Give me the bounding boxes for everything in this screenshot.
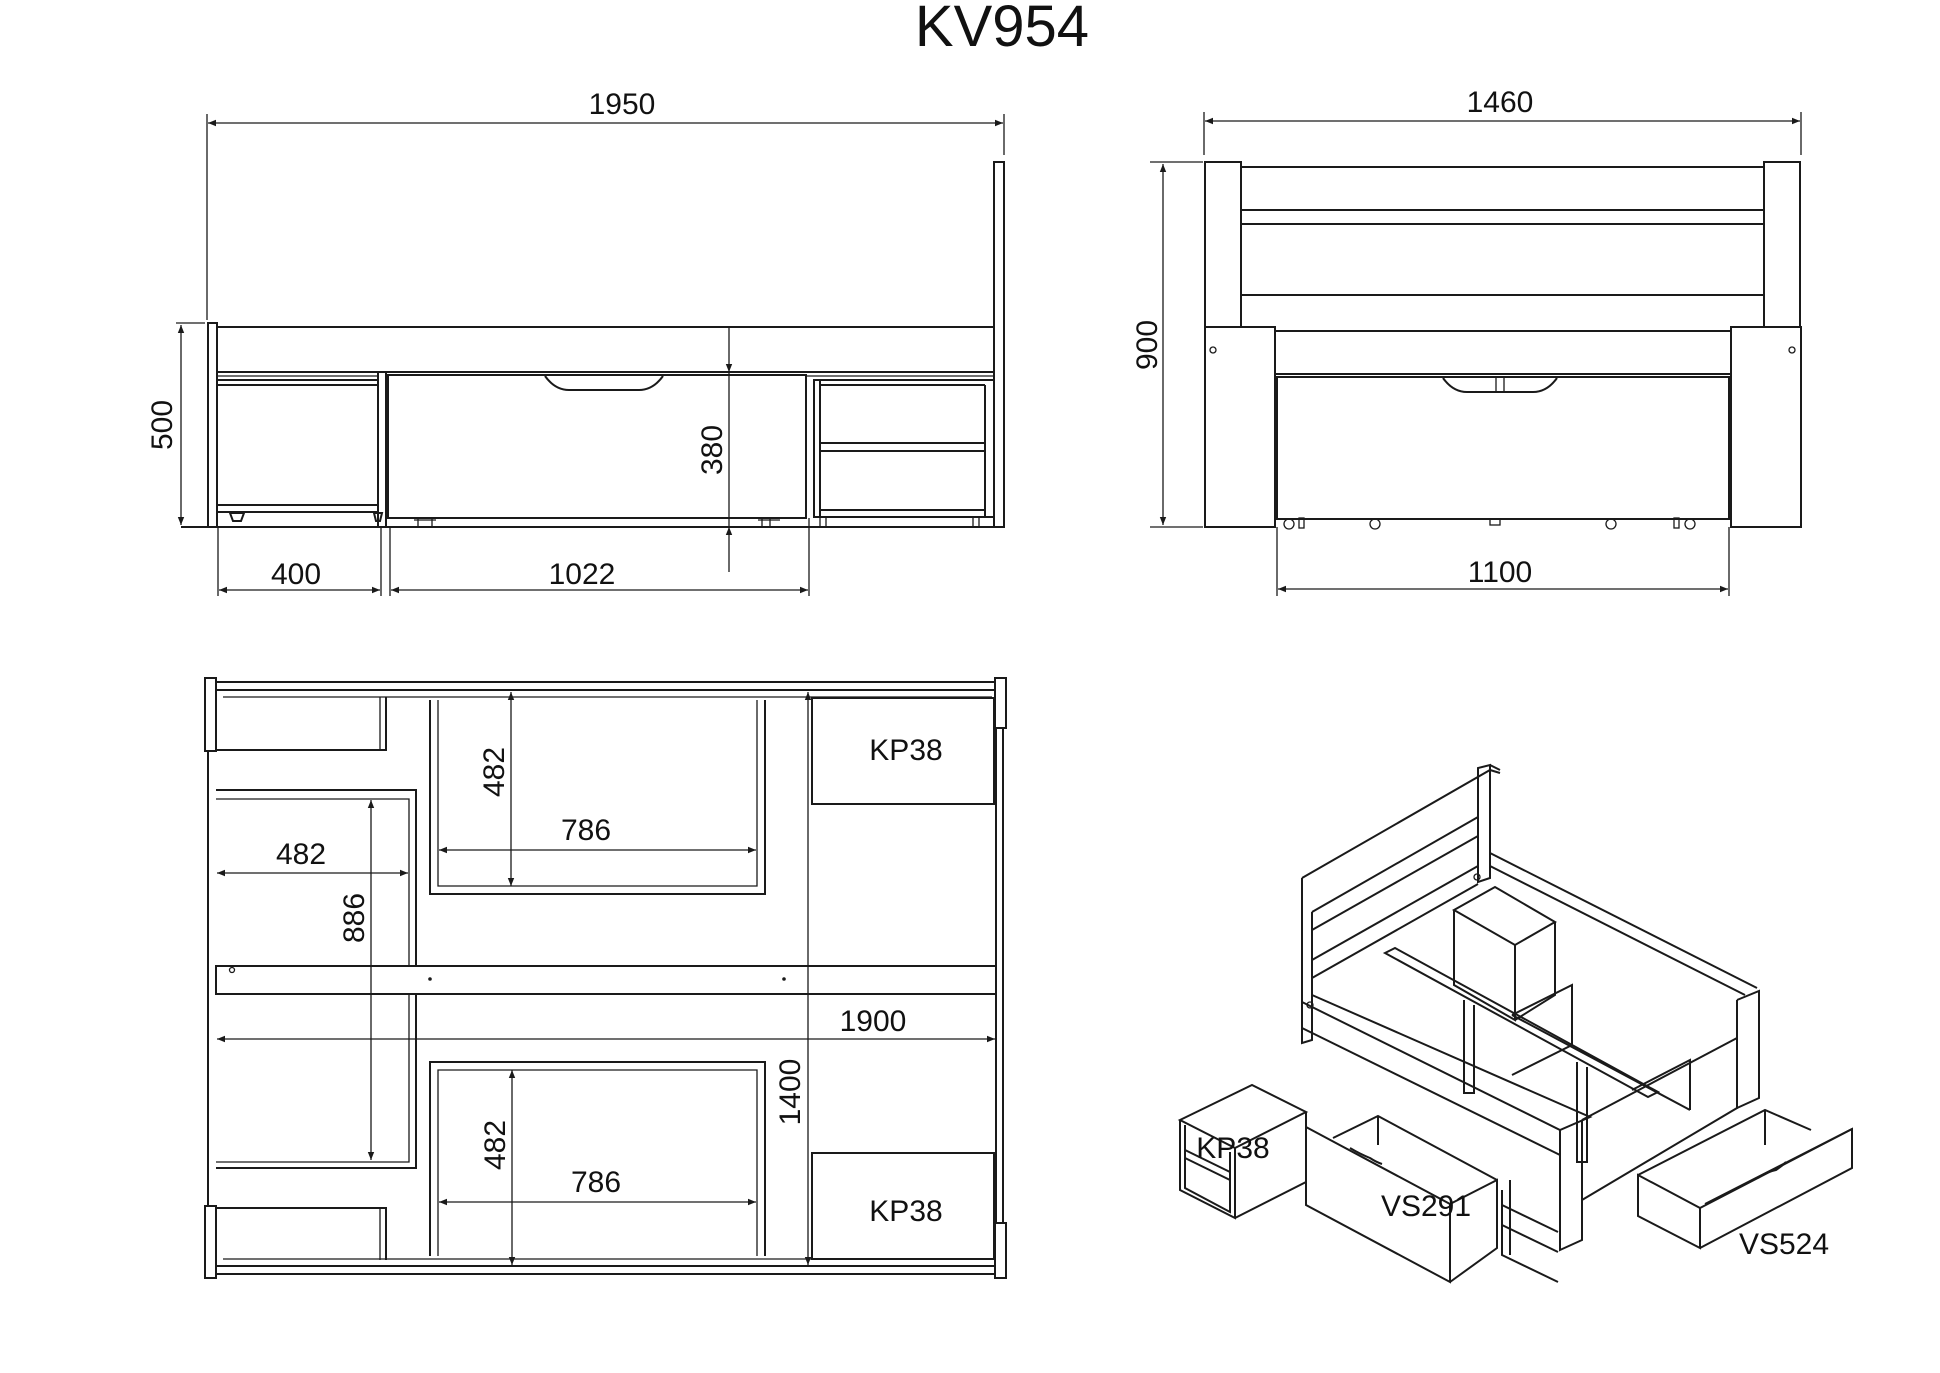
right-leg bbox=[1730, 326, 1802, 528]
iso-kp38-caption: KP38 bbox=[1196, 1132, 1269, 1165]
isometric-view: KP38 KP38 VS291 VS524 bbox=[1177, 763, 1853, 1284]
plan-kp38-top bbox=[811, 697, 995, 805]
dim-plan-cabinet-width: 482 bbox=[276, 838, 326, 871]
dim-height: 500 bbox=[146, 400, 179, 450]
dim-headboard-height: 900 bbox=[1131, 320, 1164, 370]
end-drawer bbox=[1276, 376, 1730, 520]
front-view: 1950 bbox=[146, 88, 1005, 596]
dim-plan-drawer-bottom-depth: 482 bbox=[479, 1120, 512, 1170]
left-leg bbox=[1204, 326, 1276, 528]
dim-plan-drawer-top-width: 786 bbox=[561, 814, 611, 847]
plan-kp38-bottom bbox=[811, 1152, 995, 1260]
left-cabinet bbox=[217, 371, 387, 528]
left-post bbox=[1204, 161, 1242, 329]
plan-drawer-bottom bbox=[429, 1061, 766, 1256]
dim-plan-inner-width: 1400 bbox=[774, 1059, 807, 1126]
iso-side-cabinet bbox=[1501, 1180, 1559, 1283]
dim-overall-length: 1950 bbox=[589, 88, 656, 121]
dim-overall-width: 1460 bbox=[1467, 86, 1534, 119]
center-beam bbox=[215, 965, 997, 995]
dim-plan-inner-length: 1900 bbox=[840, 1005, 907, 1038]
dim-cabinet-width: 400 bbox=[271, 558, 321, 591]
dim-drawer-height: 380 bbox=[696, 425, 729, 475]
dim-end-drawer-width: 1100 bbox=[1468, 556, 1533, 589]
end-view: 1460 900 bbox=[1131, 86, 1802, 596]
plan-drawer-top bbox=[429, 700, 766, 895]
headboard bbox=[993, 161, 1005, 528]
dim-drawer-width: 1022 bbox=[549, 558, 616, 591]
footboard bbox=[207, 322, 218, 528]
dim-plan-drawer-bottom-width: 786 bbox=[571, 1166, 621, 1199]
plan-kp38-bottom-label: KP38 bbox=[869, 1195, 942, 1228]
dim-plan-cabinet-length: 886 bbox=[338, 893, 371, 943]
iso-vs291-caption: VS291 bbox=[1381, 1190, 1471, 1223]
right-cabinet bbox=[813, 379, 995, 528]
dim-plan-drawer-top-depth: 482 bbox=[478, 747, 511, 797]
plan-view: KP38 KP38 886 482 482 786 482 786 1900 1… bbox=[204, 677, 1007, 1279]
front-drawer bbox=[387, 374, 807, 527]
drawing-title: KV954 bbox=[915, 0, 1089, 59]
plan-kp38-top-label: KP38 bbox=[869, 734, 942, 767]
right-post bbox=[1763, 161, 1801, 329]
iso-vs524-caption: VS524 bbox=[1739, 1228, 1829, 1261]
iso-vs524 bbox=[1637, 1108, 1853, 1250]
iso-vs291 bbox=[1305, 1114, 1498, 1284]
